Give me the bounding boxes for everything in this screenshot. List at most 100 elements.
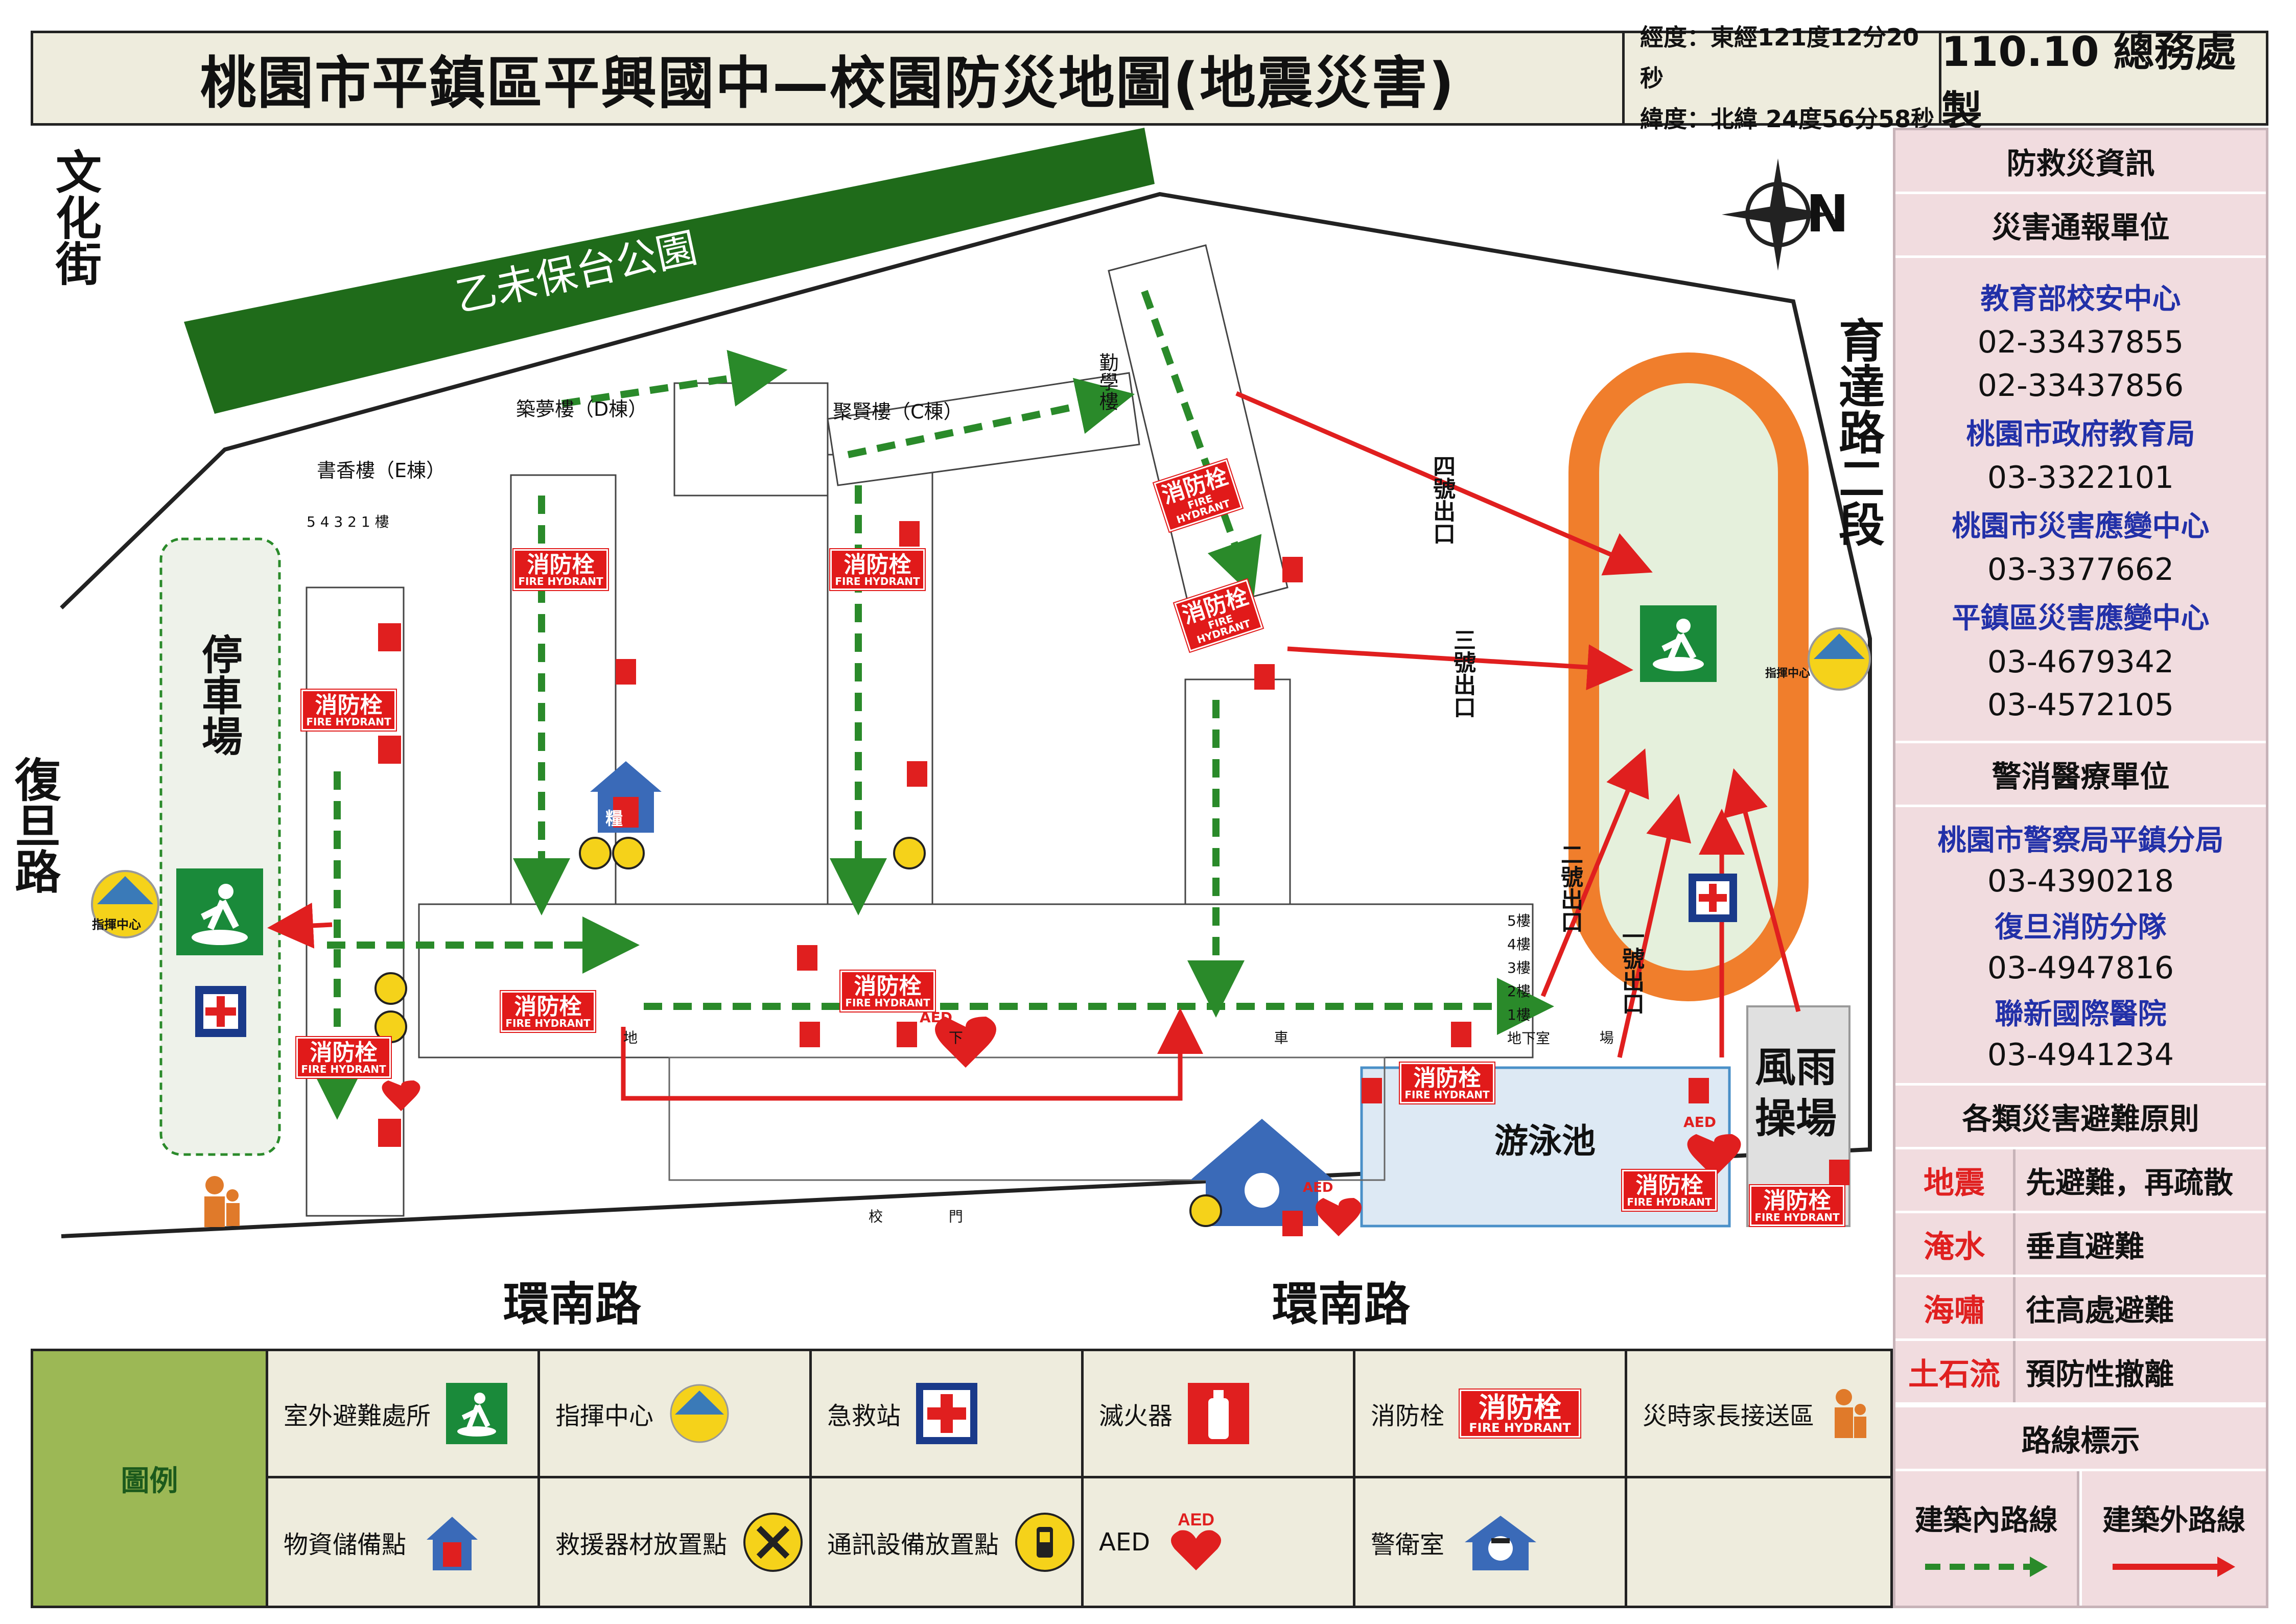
principles-title: 各類災害避難原則	[1895, 1086, 2266, 1147]
disaster-type: 土石流	[1895, 1341, 2016, 1402]
legend-item: 急救站	[812, 1351, 1084, 1478]
legend-item: 通訊設備放置點	[812, 1478, 1084, 1606]
buildings	[306, 244, 1534, 1217]
exit-1-label: 一號出口	[1618, 925, 1644, 1015]
legend-item: 物資儲備點	[268, 1478, 540, 1606]
unit-phone[interactable]: 03-3322101	[1987, 460, 2174, 496]
building-e-label: 書香樓（E棟）	[317, 459, 446, 482]
road-label-east: 育達路二段	[1831, 317, 1884, 547]
unit-phone[interactable]: 03-4572105	[1987, 687, 2174, 723]
exit-4-label: 四號出口	[1429, 455, 1455, 545]
svg-text:AED: AED	[1178, 1510, 1214, 1529]
route-inside-label: 建築內路線	[1914, 1504, 2058, 1537]
first-aid-icon	[916, 1383, 978, 1444]
building-d-label: 築夢樓（D棟）	[516, 398, 648, 420]
first-aid-icon-track	[1689, 874, 1737, 922]
disaster-type: 淹水	[1895, 1213, 2016, 1275]
road-label-south-left: 環南路	[503, 1278, 641, 1331]
campus-boundary	[60, 192, 1872, 1238]
pool-label: 游泳池	[1494, 1121, 1596, 1161]
command-center-icon-track	[1808, 627, 1871, 691]
disaster-rule: 往高處避難	[2016, 1277, 2266, 1338]
aed-label: AED	[920, 1009, 953, 1026]
legend-item: 指揮中心	[540, 1351, 812, 1478]
first-aid-icon-parking	[195, 986, 246, 1037]
supply-storage-icon	[590, 761, 662, 833]
medical-units: 桃園市警察局平鎮分局 03-4390218 復旦消防分隊 03-4947816 …	[1895, 807, 2266, 1083]
rescue-equipment-icon	[374, 837, 645, 1043]
road-label-south-right: 環南路	[1272, 1278, 1410, 1331]
storage-char: 糧	[605, 809, 623, 829]
outdoor-shelter-icon	[446, 1383, 508, 1444]
legend-item: 災時家長接送區	[1627, 1351, 1890, 1478]
exit-2-label: 二號出口	[1557, 843, 1583, 933]
disaster-rule: 先避難，再疏散	[2016, 1149, 2266, 1211]
unit-phone[interactable]: 03-4679342	[1987, 644, 2174, 680]
report-units: 教育部校安中心 02-33437855 02-33437856 桃園市政府教育局…	[1895, 258, 2266, 741]
page-title: 桃園市平鎮區平興國中—校園防災地圖(地震災害)	[31, 31, 1625, 126]
route-title: 路線標示	[1895, 1407, 2266, 1469]
road-label-west-top: 文化街	[48, 148, 101, 286]
legend-item: 滅火器	[1084, 1351, 1355, 1478]
legend-item: AED AED	[1084, 1478, 1355, 1606]
indoor-routes	[309, 290, 1554, 1120]
legend-item: 警衛室	[1355, 1478, 1627, 1606]
command-label-parking: 指揮中心	[92, 917, 141, 932]
parking-lot-label: 地 下 車 場	[623, 1029, 1767, 1046]
rescue-equipment-icon	[743, 1512, 803, 1572]
aed-label: AED	[1683, 1114, 1717, 1131]
campus-map	[60, 128, 1872, 1238]
rain-field-label: 風雨操場	[1755, 1044, 1837, 1142]
disaster-rule: 垂直避難	[2016, 1213, 2266, 1275]
road-label-west: 復旦路	[7, 756, 60, 894]
disaster-rule: 預防性撤離	[2016, 1341, 2266, 1402]
outdoor-shelter-icon-parking	[176, 868, 263, 955]
outdoor-routes	[267, 391, 1801, 1101]
fire-extinguisher-icon	[1188, 1383, 1250, 1444]
gate-label: 校 門	[869, 1208, 994, 1225]
unit-phone[interactable]: 03-4390218	[1987, 863, 2174, 900]
aed-icon: AED	[1171, 1510, 1222, 1570]
outdoor-shelter-icon-track	[1640, 605, 1717, 682]
disaster-type: 海嘯	[1895, 1277, 2016, 1338]
legend-empty-cell	[1627, 1478, 1890, 1606]
principles-table: 地震 先避難，再疏散 淹水 垂直避難 海嘯 往高處避難 土石流 預防性撤離	[1895, 1149, 2266, 1405]
parking-lot	[159, 537, 281, 1156]
unit-name: 教育部校安中心	[1980, 282, 2181, 316]
route-inside: 建築內路線	[1895, 1471, 2079, 1606]
fire-extinguisher-icon	[378, 521, 1849, 1236]
unit-phone[interactable]: 03-4941234	[1987, 1037, 2174, 1073]
command-label-track: 指揮中心	[1765, 667, 1811, 680]
unit-phone[interactable]: 03-3377662	[1987, 552, 2174, 588]
unit-name: 平鎮區災害應變中心	[1952, 602, 2210, 635]
unit-name: 聯新國際醫院	[1995, 997, 2167, 1031]
unit-phone[interactable]: 02-33437855	[1977, 324, 2184, 361]
parking-label: 停車場	[195, 633, 243, 756]
command-center-icon-parking	[91, 870, 159, 938]
medical-title: 警消醫療單位	[1895, 743, 2266, 805]
guard-room-icon	[1465, 1515, 1537, 1570]
route-outside-label: 建築外路線	[2102, 1504, 2245, 1537]
floor-labels: 5樓 4樓 3樓 2樓 1樓 地下室	[1507, 912, 1551, 1047]
north-label: N	[1806, 184, 1849, 244]
longitude: 經度：東經121度12分20秒	[1640, 23, 1919, 92]
unit-phone[interactable]: 03-4947816	[1987, 950, 2174, 986]
park-band	[184, 128, 1155, 414]
aed-icon	[382, 1017, 1741, 1236]
legend-title: 圖例	[33, 1351, 268, 1606]
unit-phone[interactable]: 02-33437856	[1977, 367, 2184, 404]
info-panel: 防救災資訊 災害通報單位 教育部校安中心 02-33437855 02-3343…	[1893, 128, 2268, 1608]
building-c-label: 聚賢樓（C棟）	[833, 401, 963, 423]
building-b-label: 勤學樓	[1096, 352, 1118, 411]
coordinates: 經度：東經121度12分20秒 緯度：北緯 24度56分58秒	[1625, 23, 1941, 133]
latitude: 緯度：北緯 24度56分58秒	[1640, 105, 1935, 133]
route-outside: 建築外路線	[2082, 1471, 2266, 1606]
compass-icon	[1722, 158, 1834, 271]
building-e-floors: 5 4 3 2 1 樓	[307, 513, 389, 530]
